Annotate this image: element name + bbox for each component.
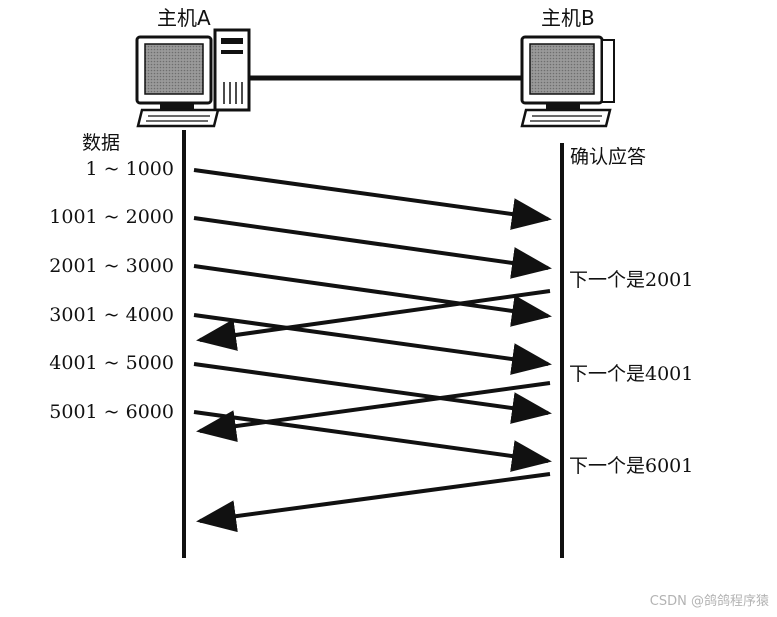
ack-arrow-3 — [196, 472, 551, 533]
ack-label-3: 下一个是6001 — [569, 455, 694, 477]
host-a-label: 主机A — [157, 6, 211, 30]
data-arrow-4 — [193, 313, 552, 375]
ack-label-1: 下一个是2001 — [569, 269, 694, 291]
ack-column-title: 确认应答 — [570, 146, 647, 168]
host-b-computer-icon — [520, 35, 615, 128]
host-b-label: 主机B — [541, 6, 595, 30]
data-column-title: 数据 — [82, 132, 121, 154]
segment-label-6: 5001 ~ 6000 — [49, 401, 174, 423]
host-a-computer-icon — [135, 28, 251, 128]
data-arrow-2 — [193, 216, 552, 279]
data-arrow-6 — [193, 410, 552, 472]
segment-label-5: 4001 ~ 5000 — [49, 352, 174, 374]
data-arrow-1 — [193, 168, 552, 230]
watermark-text: CSDN @鸽鸽程序猿 — [649, 594, 769, 609]
segment-label-3: 2001 ~ 3000 — [49, 255, 174, 277]
ack-label-2: 下一个是4001 — [569, 363, 694, 385]
data-arrow-5 — [193, 362, 552, 424]
segment-label-1: 1 ~ 1000 — [85, 158, 174, 180]
segment-label-2: 1001 ~ 2000 — [49, 206, 174, 228]
data-arrow-3 — [193, 264, 552, 327]
ack-arrow-2 — [196, 381, 551, 442]
segment-label-4: 3001 ~ 4000 — [49, 304, 174, 326]
ack-arrow-1 — [196, 289, 551, 351]
